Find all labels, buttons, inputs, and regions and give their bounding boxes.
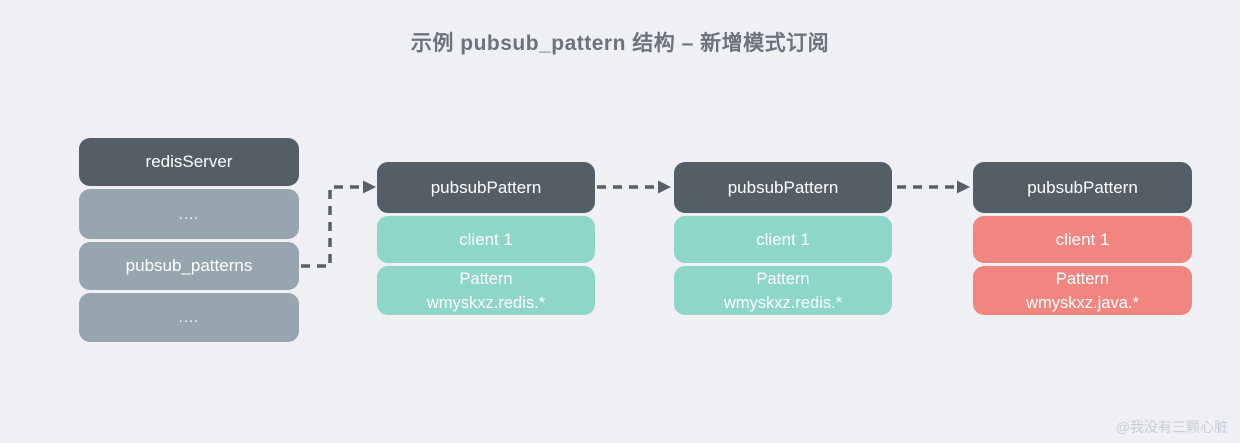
pattern-node-2-client: client 1 — [674, 216, 892, 263]
pattern-label: Pattern — [459, 269, 513, 288]
connector-node-2-to-node-3 — [897, 180, 970, 194]
watermark: @我没有三颗心脏 — [1115, 419, 1228, 435]
arrowhead-icon — [658, 180, 671, 194]
arrowhead-icon — [363, 180, 376, 194]
diagram-title: 示例 pubsub_pattern 结构 – 新增模式订阅 — [410, 32, 830, 55]
pattern-node-3-pattern: Pattern wmyskxz.java.* — [973, 266, 1192, 315]
stack-item-pubsub-patterns: pubsub_patterns — [79, 242, 299, 290]
arrowhead-icon — [957, 180, 970, 194]
pattern-node-2-header: pubsubPattern — [674, 162, 892, 213]
stack-item-ellipsis-top: .... — [79, 189, 299, 239]
pattern-node-3-client: client 1 — [973, 216, 1192, 263]
stack-item-ellipsis-bottom: .... — [79, 293, 299, 342]
connector-stack-to-node-1 — [301, 180, 376, 268]
pattern-value: wmyskxz.java.* — [1026, 293, 1139, 312]
pattern-node-3-header: pubsubPattern — [973, 162, 1192, 213]
pattern-label: Pattern — [756, 269, 810, 288]
pattern-node-2-pattern: Pattern wmyskxz.redis.* — [674, 266, 892, 315]
pattern-node-1-client: client 1 — [377, 216, 595, 263]
pattern-value: wmyskxz.redis.* — [723, 293, 843, 312]
stack-item-redisserver: redisServer — [79, 138, 299, 186]
pattern-node-1-pattern: Pattern wmyskxz.redis.* — [377, 266, 595, 315]
pattern-label: Pattern — [1055, 269, 1110, 288]
pattern-value: wmyskxz.redis.* — [426, 293, 546, 312]
connector-node-1-to-node-2 — [597, 180, 671, 194]
pattern-node-1-header: pubsubPattern — [377, 162, 595, 213]
